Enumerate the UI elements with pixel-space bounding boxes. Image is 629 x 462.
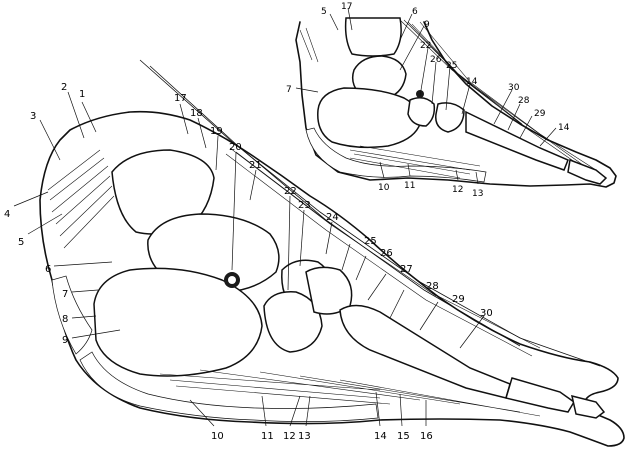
inset-cuneiform: [435, 102, 465, 133]
inset-label-5: 5: [321, 7, 327, 17]
label-11: 11: [261, 431, 274, 442]
label-15: 15: [397, 431, 410, 442]
label-8: 8: [62, 314, 68, 325]
inset-label-14a: 14: [466, 77, 478, 87]
label-5: 5: [18, 237, 24, 248]
label-23: 23: [298, 200, 311, 211]
inset-foot-section: [295, 17, 617, 188]
label-27: 27: [400, 264, 413, 275]
main-phalanx-distal: [571, 394, 606, 419]
inset-label-25: 25: [446, 61, 457, 71]
inset-phalanx: [567, 158, 608, 185]
main-calcaneus: [93, 267, 263, 377]
inset-label-9: 9: [424, 20, 430, 30]
inset-label-12: 12: [452, 185, 463, 195]
label-22: 22: [284, 186, 297, 197]
label-2: 2: [61, 82, 67, 93]
inset-calcaneus: [317, 87, 421, 149]
main-plantar-fat: [79, 351, 379, 422]
main-foot-section: [39, 59, 625, 447]
inset-tibia: [344, 17, 402, 57]
label-1: 1: [79, 89, 85, 100]
label-12: 12: [283, 431, 296, 442]
main-bone-nucleus-inner: [228, 276, 236, 284]
main-labels: 1 2 3 4 5 6 7 8 9 10 11 12 13 14 15 16 1…: [4, 82, 493, 442]
inset-plantar-muscles: [349, 145, 481, 179]
main-tibia: [111, 149, 215, 235]
inset-label-28: 28: [518, 96, 530, 106]
label-25: 25: [364, 236, 377, 247]
inset-labels: 5 17 6 9 7 22 26 25 14 30 28 29 14 10 11…: [286, 2, 570, 199]
inset-navicular: [407, 97, 436, 127]
label-29: 29: [452, 294, 465, 305]
inset-plantar-fat: [305, 127, 487, 183]
label-19: 19: [210, 126, 223, 137]
label-14: 14: [374, 431, 387, 442]
label-13: 13: [298, 431, 311, 442]
label-3: 3: [30, 111, 36, 122]
main-dorsal-skin-2: [149, 65, 521, 347]
main-dorsal-tendons: [225, 147, 541, 357]
label-9: 9: [62, 335, 68, 346]
main-metatarsal: [339, 304, 511, 399]
label-20: 20: [229, 142, 242, 153]
label-10: 10: [211, 431, 224, 442]
inset-tendon-fibres: [299, 19, 597, 175]
label-21: 21: [249, 160, 262, 171]
label-24: 24: [326, 212, 339, 223]
label-28: 28: [426, 281, 439, 292]
inset-label-17: 17: [341, 2, 352, 12]
inset-label-11: 11: [404, 181, 415, 191]
label-6: 6: [45, 264, 51, 275]
inset-label-29: 29: [534, 109, 546, 119]
main-phalanx-proximal: [505, 377, 575, 413]
main-cuboid: [263, 291, 323, 353]
main-dorsal-skin: [139, 59, 601, 367]
inset-label-7: 7: [286, 85, 292, 95]
inset-label-10: 10: [378, 183, 390, 193]
main-plantar-muscles: [159, 369, 541, 417]
inset-label-30: 30: [508, 83, 520, 93]
label-7: 7: [62, 289, 68, 300]
leader-lines: [13, 7, 557, 427]
achilles-tendon-region: [47, 149, 115, 249]
label-16: 16: [420, 431, 433, 442]
label-30: 30: [480, 308, 493, 319]
inset-label-26: 26: [430, 55, 442, 65]
label-18: 18: [190, 108, 203, 119]
inset-metatarsal: [465, 110, 569, 171]
main-cuneiform: [305, 266, 353, 315]
main-heel-fat: [51, 275, 93, 355]
inset-label-6: 6: [412, 7, 418, 17]
inset-label-22: 22: [420, 41, 431, 51]
inset-label-13: 13: [472, 189, 483, 199]
label-26: 26: [380, 248, 393, 259]
label-17: 17: [174, 93, 187, 104]
label-4: 4: [4, 209, 10, 220]
inset-label-14b: 14: [558, 123, 570, 133]
